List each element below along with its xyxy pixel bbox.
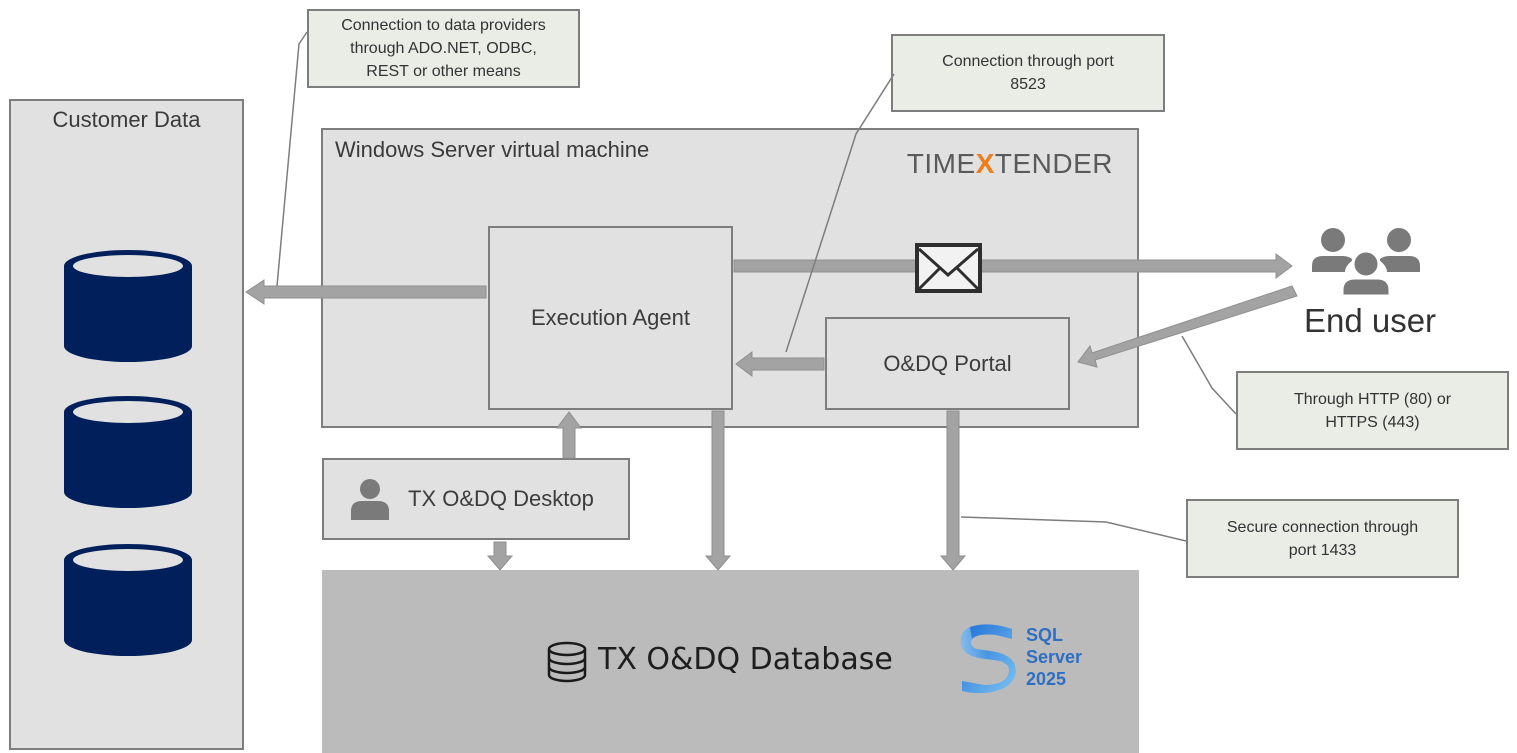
customer-data-title: Customer Data bbox=[52, 107, 201, 132]
logo-x-mark: X bbox=[975, 148, 995, 179]
sql-line-1: SQL bbox=[1026, 625, 1064, 645]
portal-label: O&DQ Portal bbox=[883, 350, 1012, 376]
arrow-portal-to-database bbox=[939, 410, 967, 571]
vm-title: Windows Server virtual machine bbox=[335, 137, 650, 162]
sql-server-logo-icon bbox=[961, 624, 1016, 693]
desktop-label: TX O&DQ Desktop bbox=[408, 486, 594, 511]
database-label: TX O&DQ Database bbox=[598, 642, 893, 677]
execution-agent-label: Execution Agent bbox=[530, 305, 690, 330]
timextender-logo: TIMEXTENDER bbox=[907, 148, 1113, 180]
arrow-agent-to-database bbox=[704, 410, 732, 571]
sql-line-2: Server bbox=[1026, 647, 1083, 667]
user-icon bbox=[351, 479, 389, 520]
database-icon bbox=[64, 250, 192, 362]
database-icon bbox=[64, 544, 192, 656]
note-http: Through HTTP (80) or HTTPS (443) bbox=[1236, 371, 1509, 450]
sql-server-logo-text: SQL Server 2025 bbox=[1026, 624, 1082, 690]
database-icon bbox=[64, 396, 192, 508]
desktop-box: TX O&DQ Desktop bbox=[322, 458, 630, 540]
logo-text-right: TENDER bbox=[994, 148, 1113, 179]
note-port-1433: Secure connection through port 1433 bbox=[1186, 499, 1459, 578]
callout-line-port-1433 bbox=[960, 516, 1187, 542]
execution-agent-box: Execution Agent bbox=[488, 226, 733, 410]
arrow-desktop-to-database bbox=[486, 541, 514, 571]
note-port-8523: Connection through port 8523 bbox=[891, 34, 1165, 112]
end-user-label: End user bbox=[1303, 302, 1437, 339]
database-outline-icon bbox=[547, 641, 587, 683]
callout-line-http bbox=[1181, 335, 1237, 415]
portal-box: O&DQ Portal bbox=[825, 317, 1070, 410]
note-data-providers: Connection to data providers through ADO… bbox=[307, 9, 580, 88]
callout-line-data-providers bbox=[276, 31, 308, 287]
sql-line-3: 2025 bbox=[1026, 669, 1067, 689]
logo-text-left: TIME bbox=[906, 148, 976, 179]
database-panel: TX O&DQ Database SQL Server 2025 bbox=[322, 570, 1139, 753]
users-group-icon bbox=[1312, 228, 1420, 296]
